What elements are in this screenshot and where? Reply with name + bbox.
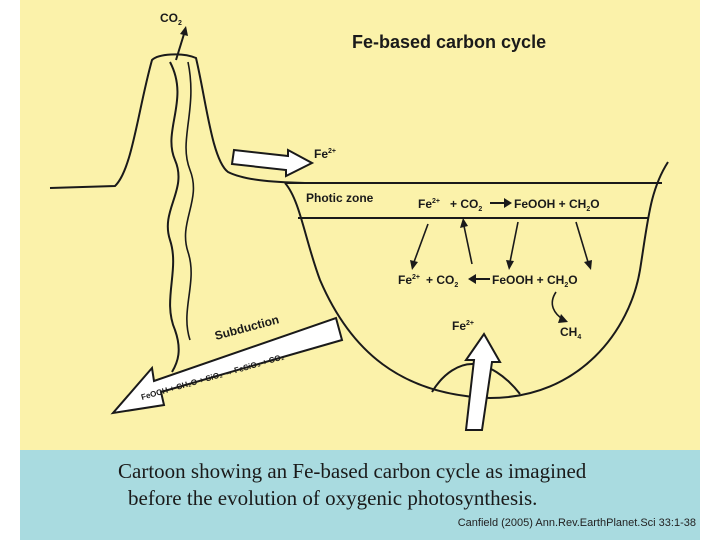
caption-line-2: before the evolution of oxygenic photosy…: [128, 486, 538, 510]
ch2o-down-arrow: [575, 221, 589, 263]
fe-runoff-arrow: [230, 148, 315, 178]
volcano-outline: [49, 53, 306, 189]
diagram-title: Fe-based carbon cycle: [352, 32, 546, 52]
feooh-down-arrow: [509, 221, 519, 263]
co2-volcano-label: CO2: [160, 11, 182, 27]
fe-carbon-cycle-diagram: CO2 Fe2+ Photic zone Fe2+ + CO2 FeOOH + …: [49, 11, 669, 431]
fe-up-arrow: [463, 225, 473, 265]
upper-reaction-products: FeOOH + CH2O: [514, 197, 600, 213]
lower-reaction-arrowhead: [468, 274, 476, 284]
lower-reaction-fe: Fe2+: [398, 273, 420, 287]
feooh-down-arrowhead: [506, 260, 514, 270]
upper-reaction-fe: Fe2+: [418, 197, 440, 211]
caption: Cartoon showing an Fe-based carbon cycle…: [118, 458, 678, 512]
slide: CO2 Fe2+ Photic zone Fe2+ + CO2 FeOOH + …: [20, 0, 700, 540]
subduction-arrow: [110, 316, 344, 415]
photic-zone-label: Photic zone: [306, 191, 374, 205]
vent-fe-label: Fe2+: [452, 319, 474, 333]
lower-reaction-co2: + CO2: [426, 273, 458, 289]
caption-band: [20, 450, 700, 540]
magma-conduit-right: [184, 61, 195, 341]
ch4-label: CH4: [560, 325, 581, 341]
fe-down-arrow: [413, 223, 429, 263]
ch2o-down-arrowhead: [584, 260, 592, 270]
upper-reaction-arrowhead: [504, 198, 512, 208]
ocean-basin-outline: [284, 161, 669, 400]
hydrothermal-vent-mound: [431, 362, 521, 395]
citation: Canfield (2005) Ann.Rev.EarthPlanet.Sci …: [457, 517, 696, 529]
fe-up-arrowhead: [460, 218, 468, 228]
co2-emission-arrowhead: [180, 26, 188, 36]
caption-line-1: Cartoon showing an Fe-based carbon cycle…: [118, 459, 587, 483]
magma-conduit: [166, 61, 180, 373]
co2-emission-line: [175, 33, 185, 61]
ch4-arrowhead: [558, 314, 568, 323]
subduction-label: Subduction: [213, 312, 280, 343]
lower-reaction-products: FeOOH + CH2O: [492, 273, 578, 289]
vent-fe-upward-arrow: [464, 332, 502, 431]
fe-runoff-label: Fe2+: [314, 147, 336, 161]
fe-down-arrowhead: [410, 260, 418, 270]
upper-reaction-co2: + CO2: [450, 197, 482, 213]
